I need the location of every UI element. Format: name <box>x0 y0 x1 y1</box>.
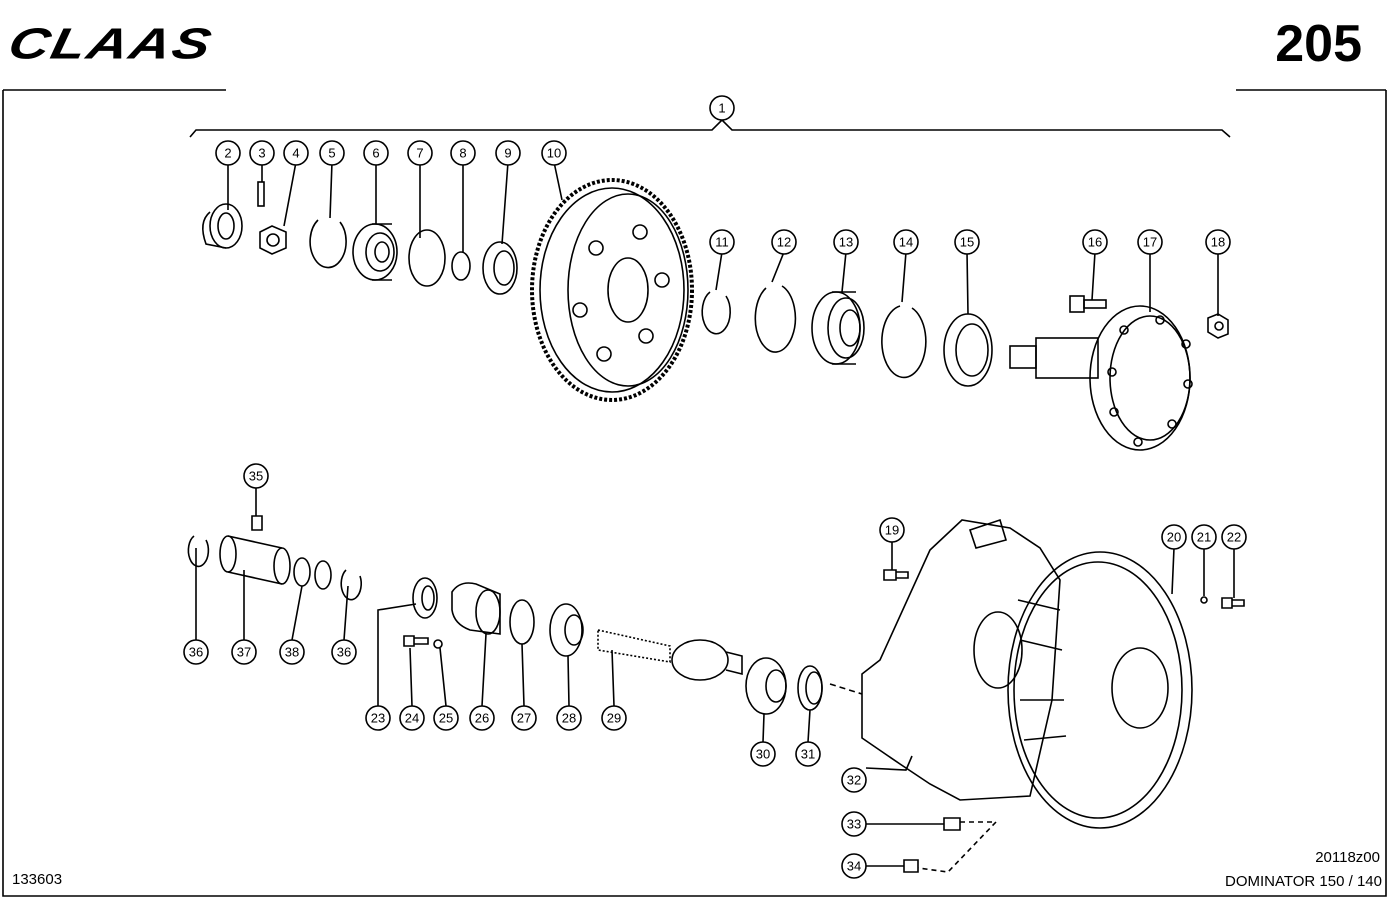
part-snap-ring-12 <box>754 285 797 353</box>
part-sleeve-37 <box>219 535 291 585</box>
part-pinion-shaft-29 <box>597 629 743 681</box>
part-ring-14 <box>881 305 927 379</box>
part-nut <box>259 225 287 255</box>
callout-21: 21 <box>1197 530 1211 545</box>
part-bearing-28 <box>549 603 584 657</box>
callout-2: 2 <box>224 146 231 161</box>
callout-13: 13 <box>839 235 853 250</box>
callout-25: 25 <box>439 711 453 726</box>
part-hub-shaft-17 <box>1009 305 1193 451</box>
callout-1: 1 <box>718 101 725 116</box>
callout-30: 30 <box>756 747 770 762</box>
callout-31: 31 <box>801 747 815 762</box>
callout-26: 26 <box>475 711 489 726</box>
part-ring-38b <box>314 560 332 590</box>
part-bolt-24 <box>403 635 429 647</box>
part-nut-18 <box>1207 313 1229 339</box>
part-plug-33 <box>943 817 961 831</box>
callout-24: 24 <box>405 711 419 726</box>
callout-15: 15 <box>960 235 974 250</box>
part-roller-bearing-13 <box>811 291 865 365</box>
part-gearbox-housing-32 <box>861 518 1193 829</box>
callout-14: 14 <box>899 235 913 250</box>
part-large-gear-10 <box>530 178 694 402</box>
assembly-bracket <box>189 118 1231 138</box>
callout-23: 23 <box>371 711 385 726</box>
callout-33: 33 <box>847 817 861 832</box>
page-number: 205 <box>1275 15 1362 73</box>
callout-28: 28 <box>562 711 576 726</box>
part-ring-38a <box>293 557 311 587</box>
part-bushing <box>202 203 243 249</box>
callout-7: 7 <box>416 146 423 161</box>
part-circlip-36a <box>187 535 210 568</box>
part-seal-15 <box>943 313 993 387</box>
callout-29: 29 <box>607 711 621 726</box>
part-ball-bearing-6 <box>352 223 398 281</box>
part-ring-8 <box>451 251 471 281</box>
part-bearing-cone-9 <box>482 241 518 295</box>
part-flange-housing-26 <box>451 582 501 635</box>
callout-36-right: 36 <box>337 645 351 660</box>
callout-37: 37 <box>237 645 251 660</box>
part-bolt-22 <box>1221 597 1245 609</box>
part-plug-34 <box>903 859 919 873</box>
callout-38: 38 <box>285 645 299 660</box>
part-ring-31 <box>797 665 823 711</box>
callout-16: 16 <box>1088 235 1102 250</box>
part-bearing-30 <box>745 657 787 715</box>
left-code: 133603 <box>12 871 63 888</box>
callout-27: 27 <box>517 711 531 726</box>
callout-20: 20 <box>1167 530 1181 545</box>
part-grease-nipple-35 <box>251 515 263 531</box>
part-o-ring-27 <box>509 599 535 645</box>
part-bolt-16 <box>1069 295 1107 313</box>
callout-8: 8 <box>459 146 466 161</box>
callout-36-left: 36 <box>189 645 203 660</box>
part-circlip-11 <box>701 291 731 335</box>
part-washer-21 <box>1200 596 1208 604</box>
drawing-code: 20118z00 <box>1315 849 1380 866</box>
callout-17: 17 <box>1143 235 1157 250</box>
callout-34: 34 <box>847 859 861 874</box>
callout-9: 9 <box>504 146 511 161</box>
part-circlip-36b <box>340 569 362 601</box>
part-seal-23 <box>412 577 438 619</box>
callout-35: 35 <box>249 469 263 484</box>
callout-11: 11 <box>715 235 729 250</box>
callout-32: 32 <box>847 773 861 788</box>
callout-5: 5 <box>328 146 335 161</box>
model-label: DOMINATOR 150 / 140 <box>1224 873 1382 890</box>
part-circlip-7 <box>408 229 446 287</box>
callout-4: 4 <box>292 146 299 161</box>
border-frame <box>2 90 1387 897</box>
part-pin <box>257 181 265 207</box>
callout-10: 10 <box>547 146 561 161</box>
callout-6: 6 <box>372 146 379 161</box>
callout-3: 3 <box>258 146 265 161</box>
callout-18: 18 <box>1211 235 1225 250</box>
callout-12: 12 <box>777 235 791 250</box>
part-bolt-19 <box>883 569 909 581</box>
part-washer-25 <box>433 639 443 649</box>
callout-19: 19 <box>885 523 899 538</box>
callout-22: 22 <box>1227 530 1241 545</box>
part-circlip-5 <box>309 219 347 269</box>
